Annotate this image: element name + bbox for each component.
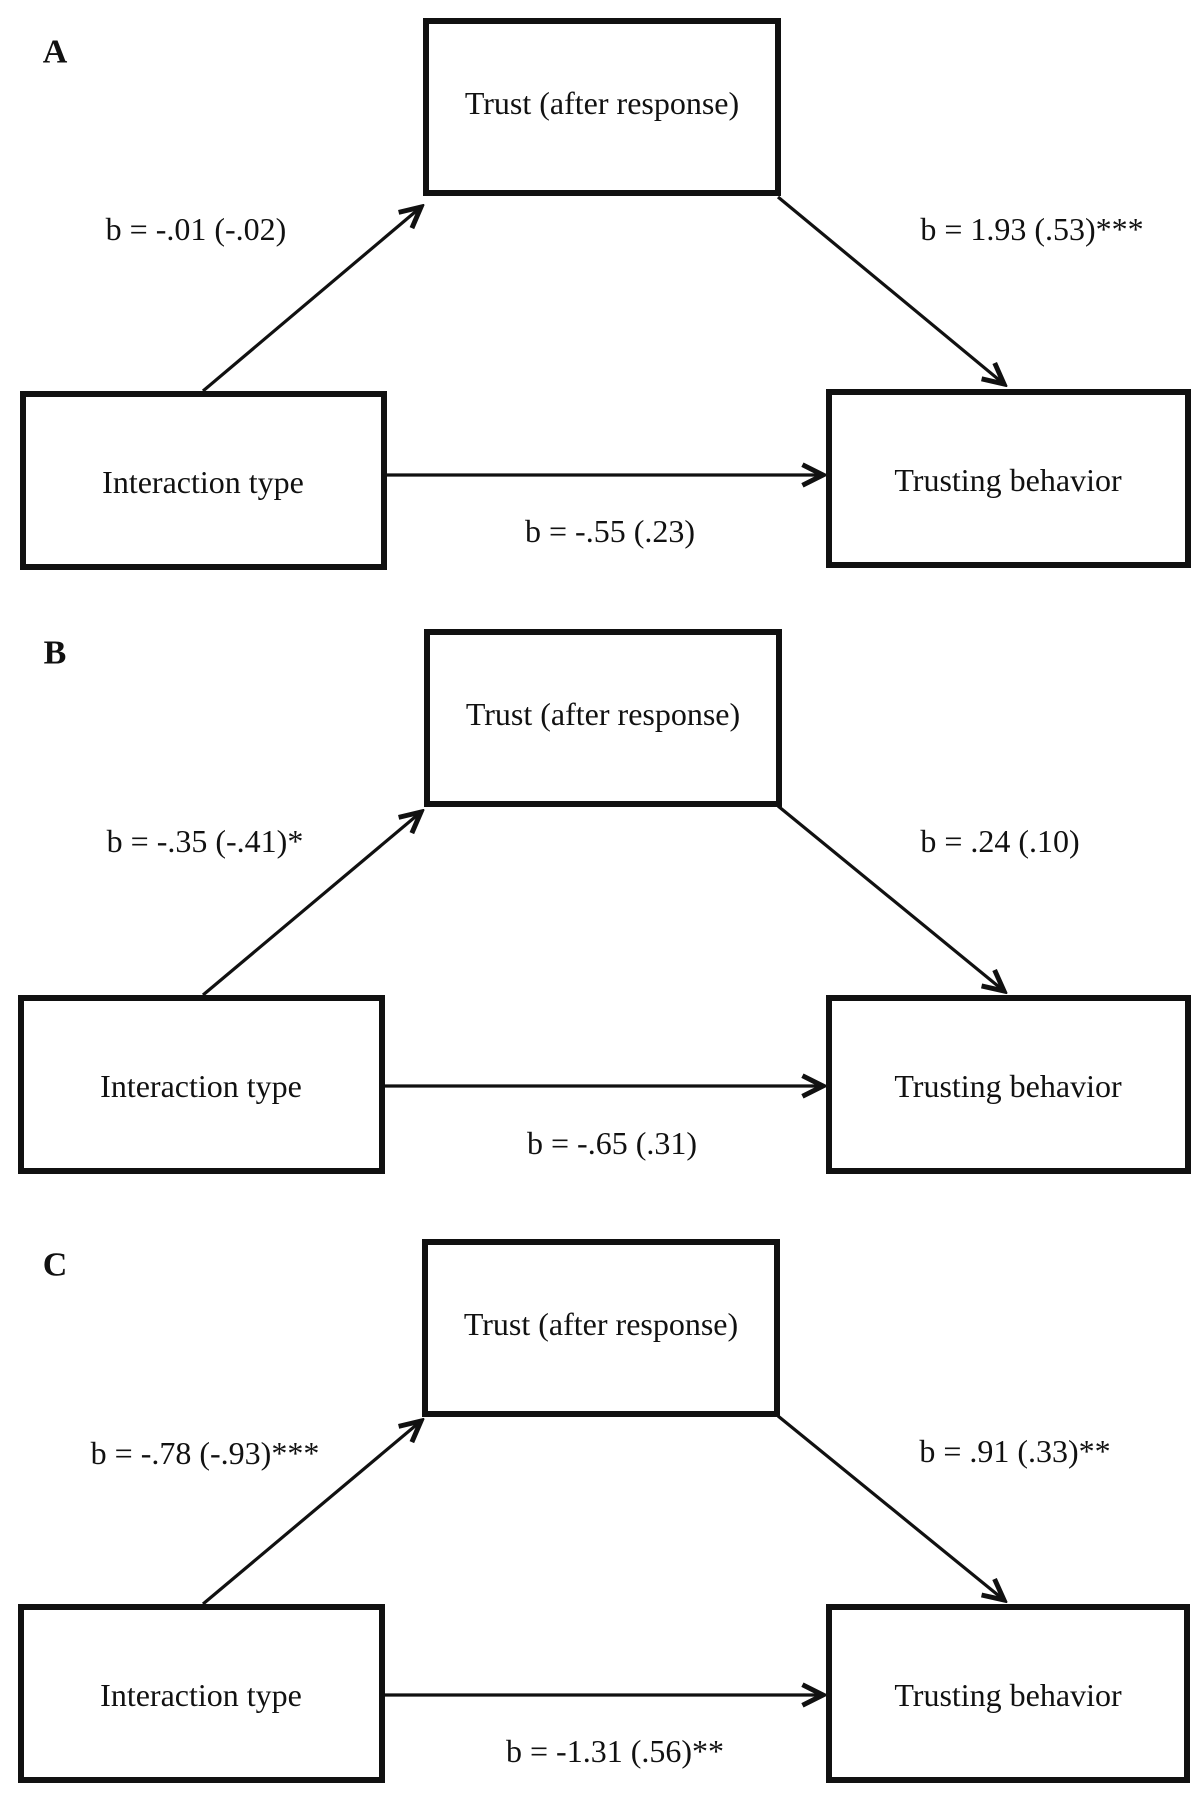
mediator-box <box>422 1239 780 1417</box>
predictor-label: Interaction type <box>102 464 304 500</box>
path-a-coefficient: b = -.35 (-.41)* <box>107 823 304 859</box>
panel-label: A <box>43 34 68 71</box>
mediator-label: Trust (after response) <box>465 85 739 121</box>
panel-b: B Trust (after response) Interaction typ… <box>18 629 1191 1174</box>
outcome-label: Trusting behavior <box>894 1677 1122 1713</box>
predictor-box <box>20 391 387 570</box>
path-b-coefficient: b = .91 (.33)** <box>919 1433 1110 1469</box>
path-a-arrow <box>201 812 421 997</box>
panel-label: B <box>44 635 67 672</box>
predictor-label: Interaction type <box>100 1068 302 1104</box>
path-c-coefficient: b = -.55 (.23) <box>525 513 695 549</box>
path-a-coefficient: b = -.01 (-.02) <box>106 211 287 247</box>
outcome-label: Trusting behavior <box>894 462 1122 498</box>
panel-c: C Trust (after response) Interaction typ… <box>18 1239 1190 1783</box>
mediator-label: Trust (after response) <box>464 1306 738 1342</box>
path-b-coefficient: b = .24 (.10) <box>920 823 1079 859</box>
panel-a: A Trust (after response) Interaction typ… <box>20 18 1191 570</box>
predictor-box <box>18 995 385 1174</box>
panel-label: C <box>43 1247 68 1284</box>
path-c-coefficient: b = -1.31 (.56)** <box>506 1733 724 1769</box>
path-c-coefficient: b = -.65 (.31) <box>527 1125 697 1161</box>
outcome-box <box>826 389 1191 568</box>
path-b-coefficient: b = 1.93 (.53)*** <box>920 211 1143 247</box>
mediator-box <box>423 18 781 196</box>
path-b-arrow <box>776 1414 1004 1600</box>
predictor-box <box>18 1604 385 1783</box>
path-b-arrow <box>776 804 1004 991</box>
predictor-label: Interaction type <box>100 1677 302 1713</box>
outcome-box <box>826 995 1191 1174</box>
path-a-coefficient: b = -.78 (-.93)*** <box>91 1435 320 1471</box>
outcome-label: Trusting behavior <box>894 1068 1122 1104</box>
mediator-box <box>424 629 782 807</box>
path-a-arrow <box>201 1421 421 1606</box>
mediator-label: Trust (after response) <box>466 696 740 732</box>
path-a-arrow <box>201 207 421 393</box>
path-b-arrow <box>776 195 1004 384</box>
outcome-box <box>826 1604 1190 1783</box>
